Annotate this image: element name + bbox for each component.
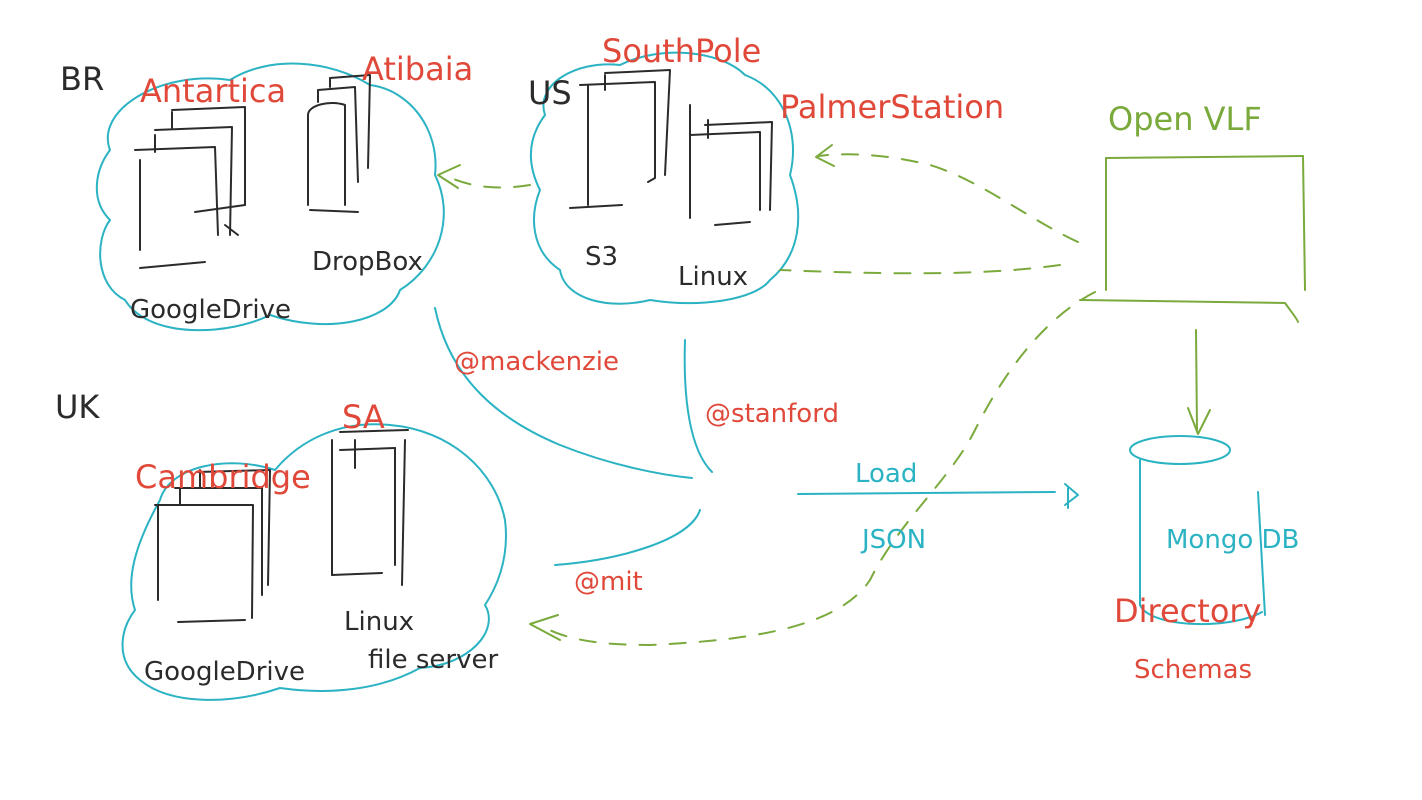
load-transfer: Load JSON: [797, 459, 1079, 555]
json-label: JSON: [860, 525, 926, 555]
us-cluster: US SouthPole PalmerStation S3 Linux: [528, 32, 1004, 305]
openvlf-box: Open VLF: [1079, 100, 1306, 323]
us-s3-icon: [569, 69, 671, 209]
uk-storage1-label: GoogleDrive: [144, 657, 305, 687]
hub-connections: @mackenzie @stanford @mit: [434, 307, 839, 597]
br-dropbox-icon: [307, 74, 371, 213]
uk-storage3-label: file server: [368, 645, 498, 675]
openvlf-to-linux-arrow: [779, 264, 1061, 275]
uk-org1-label: Cambridge: [135, 458, 311, 496]
load-label: Load: [855, 459, 917, 489]
sync-arrows: [437, 144, 1096, 646]
uk-cloud: [121, 423, 507, 701]
uk-org2-label: SA: [342, 398, 385, 436]
db-name-label: Mongo DB: [1166, 525, 1299, 555]
us-org1-label: SouthPole: [602, 32, 761, 70]
uk-cluster: UK Cambridge SA GoogleDrive Linux file s…: [55, 388, 507, 701]
openvlf-to-us-arrow: [817, 153, 1079, 243]
uk-linux-icon: [331, 429, 409, 586]
us-linux-icon: [689, 104, 773, 226]
stanford-link: [683, 339, 713, 473]
mackenzie-link: [434, 307, 693, 479]
us-region-label: US: [528, 74, 572, 112]
stanford-label: @stanford: [705, 399, 839, 429]
load-arrow: [797, 491, 1056, 495]
us-to-br-arrow: [444, 174, 531, 189]
openvlf-title: Open VLF: [1108, 100, 1262, 138]
br-google-drive-icon: [134, 106, 246, 269]
db-schemas-label: Schemas: [1134, 655, 1252, 685]
br-cluster: BR Antartica Atibaia GoogleDrive DropBox: [60, 50, 473, 332]
us-org2-label: PalmerStation: [780, 88, 1004, 126]
mit-label: @mit: [574, 567, 643, 597]
openvlf-to-uk-arrow: [539, 291, 1096, 646]
openvlf-to-db-arrow: [1195, 329, 1198, 431]
br-region-label: BR: [60, 60, 104, 98]
uk-google-drive-icon: [154, 469, 271, 623]
br-org1-label: Antartica: [140, 72, 286, 110]
br-org2-label: Atibaia: [362, 50, 473, 88]
mackenzie-label: @mackenzie: [454, 347, 619, 377]
mit-link: [554, 509, 701, 566]
db-directory-label: Directory: [1114, 592, 1261, 630]
br-storage1-label: GoogleDrive: [130, 295, 291, 325]
uk-region-label: UK: [55, 388, 100, 426]
us-storage1-label: S3: [585, 242, 618, 272]
mongodb-store: Mongo DB Directory Schemas: [1114, 329, 1299, 685]
uk-storage2-label: Linux: [344, 607, 414, 637]
us-storage2-label: Linux: [678, 262, 748, 292]
db-top-ellipse: [1129, 435, 1231, 465]
br-cloud: [95, 62, 445, 332]
br-storage2-label: DropBox: [312, 247, 423, 277]
